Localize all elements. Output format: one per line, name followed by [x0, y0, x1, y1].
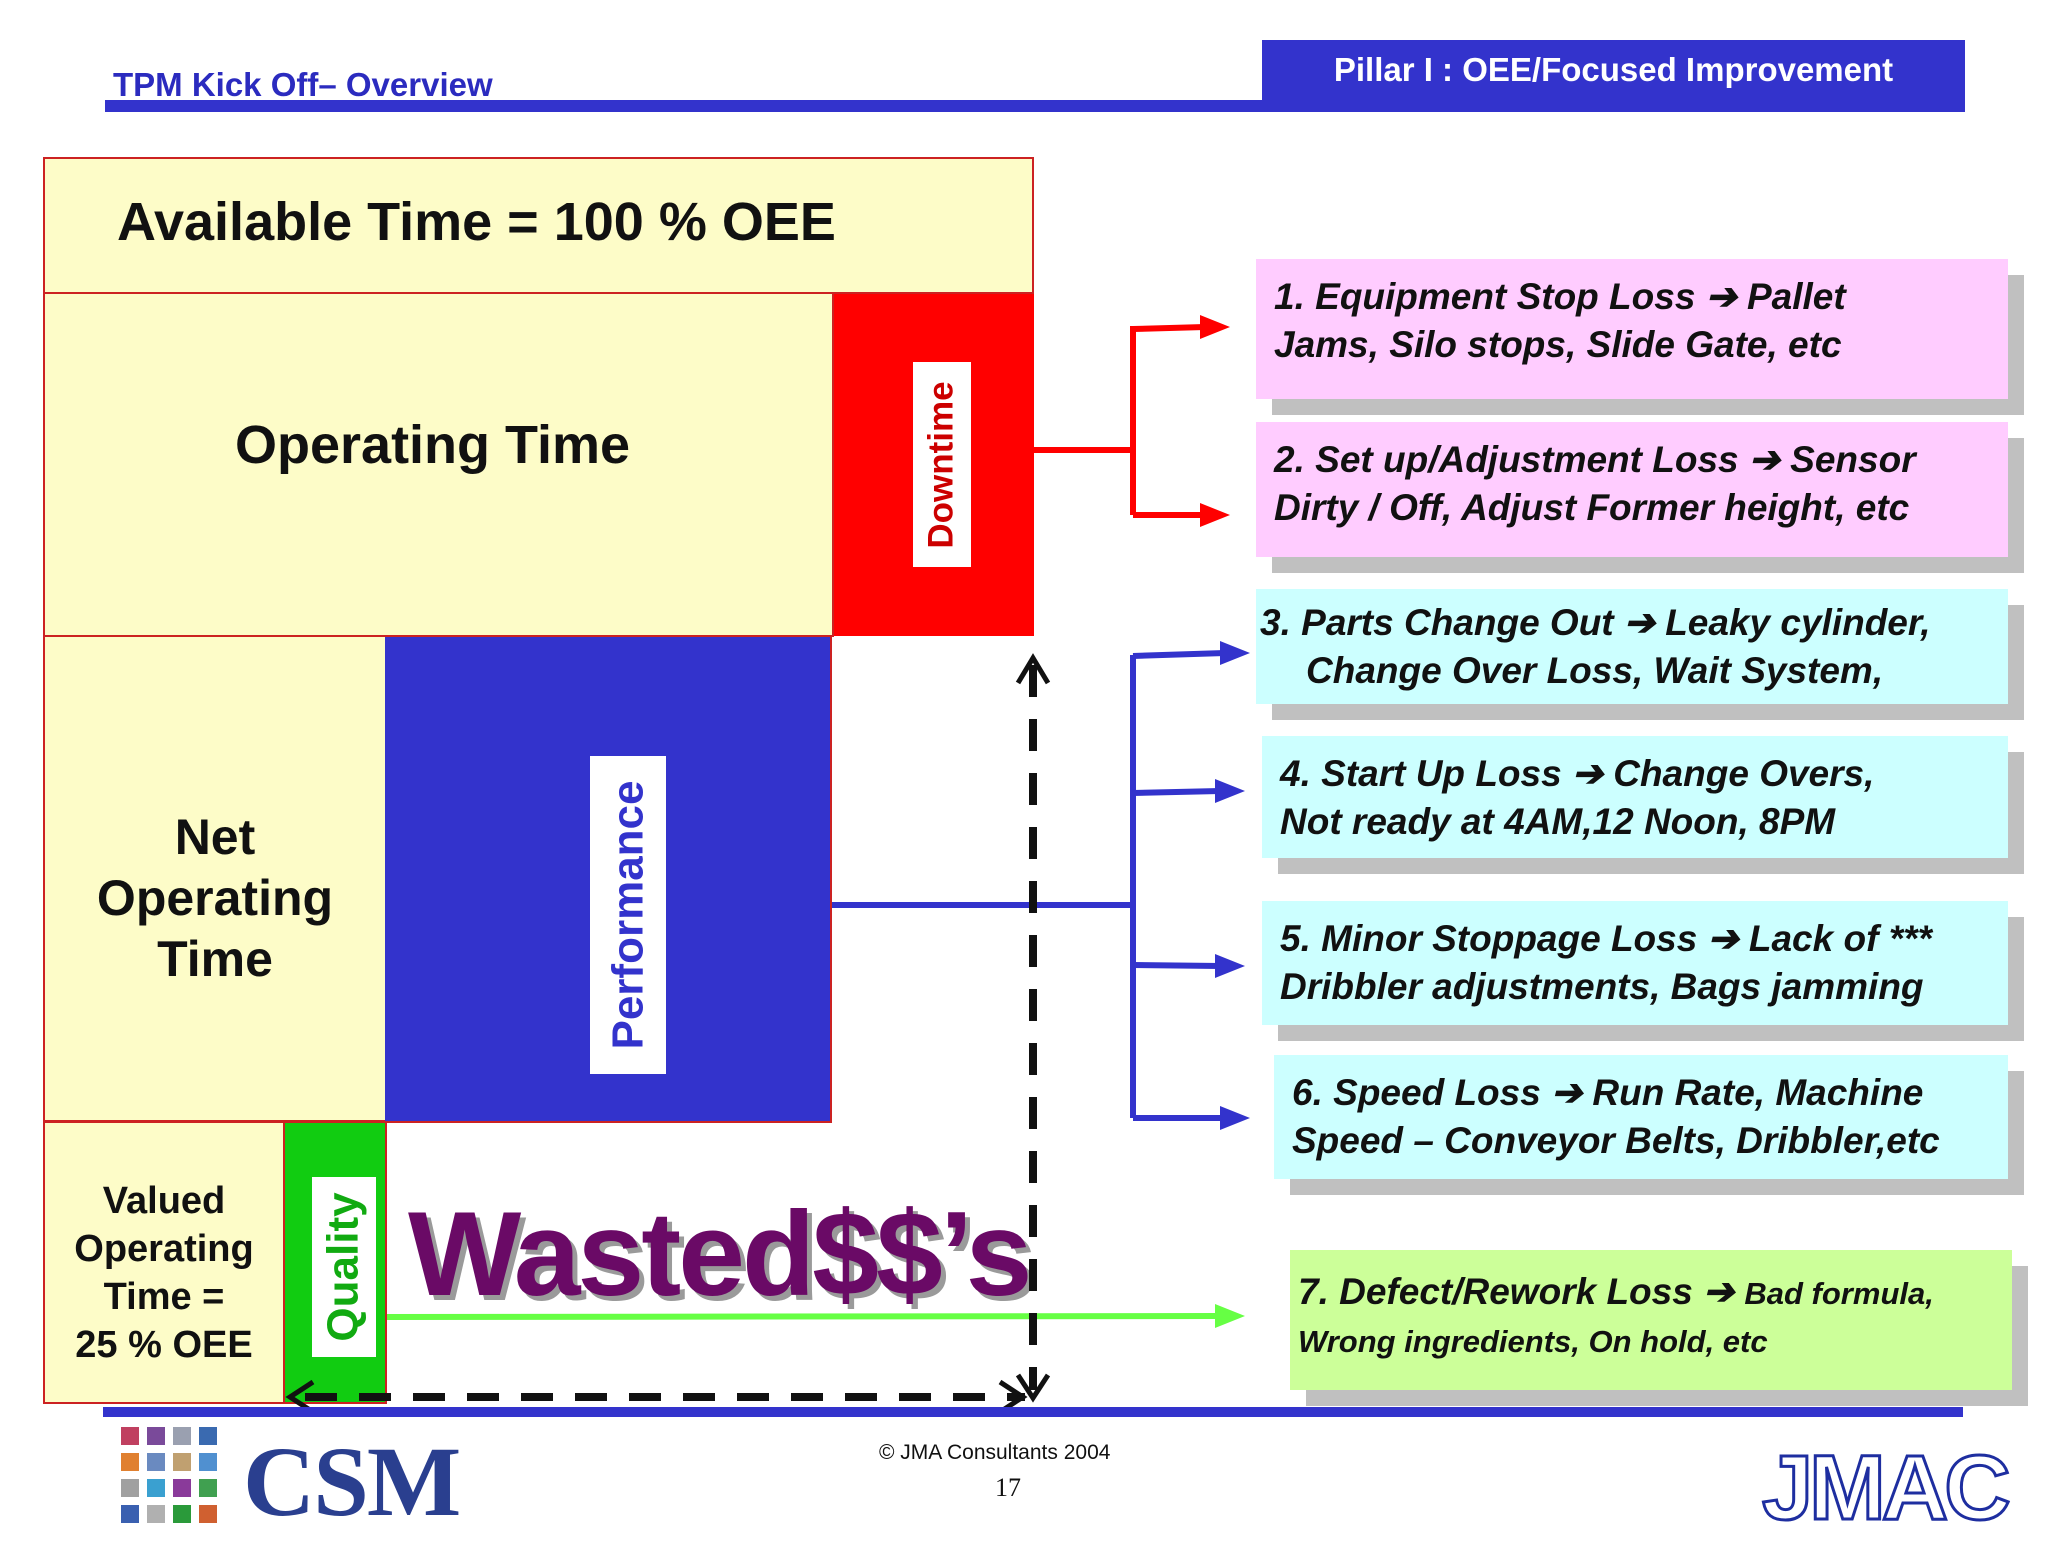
header-title: TPM Kick Off– Overview [113, 66, 493, 103]
pillar-title-banner: Pillar I : OEE/Focused Improvement [1262, 40, 1965, 100]
arrow-head [1200, 503, 1230, 527]
loss-box-7: 7. Defect/Rework Loss ➔ Bad formula, Wro… [1290, 1250, 2012, 1390]
loss-4-line-1: 4. Start Up Loss ➔ Change Overs, [1280, 753, 1875, 794]
loss-2-line-1: 2. Set up/Adjustment Loss ➔ Sensor [1274, 439, 1916, 480]
valued-line-4: 25 % OEE [75, 1324, 253, 1366]
footer-divider [103, 1407, 1963, 1417]
header-divider [105, 100, 1965, 112]
loss-3-line-1: 3. Parts Change Out ➔ Leaky cylinder, [1260, 602, 1931, 643]
net-operating-time-label: Net Operating Time [45, 807, 385, 990]
loss-2-line-2: Dirty / Off, Adjust Former height, etc [1274, 487, 1910, 528]
loss-7-line-1-main: 7. Defect/Rework Loss ➔ [1298, 1271, 1745, 1312]
net-line-1: Net [174, 809, 256, 865]
net-line-2: Operating [96, 870, 334, 926]
arrow-head [1220, 641, 1250, 665]
valued-operating-time-label: Valued Operating Time = 25 % OEE [45, 1177, 283, 1369]
arrow-head [1015, 1373, 1051, 1403]
loss-box-5: 5. Minor Stoppage Loss ➔ Lack of *** Dri… [1262, 901, 2008, 1025]
quality-connector [386, 1313, 1219, 1320]
arrow-head [1215, 1304, 1245, 1328]
loss-1-line-2: Jams, Silo stops, Slide Gate, etc [1274, 324, 1842, 365]
available-time-box: Available Time = 100 % OEE [43, 157, 1034, 294]
valued-line-1: Valued [102, 1180, 226, 1222]
loss-box-2: 2. Set up/Adjustment Loss ➔ Sensor Dirty… [1256, 422, 2008, 557]
arrow-head [1215, 779, 1245, 803]
loss-7-line-1: 7. Defect/Rework Loss ➔ Bad formula, [1298, 1268, 2004, 1318]
downtime-label-box: Downtime [913, 362, 971, 567]
copyright-text: © JMA Consultants 2004 [879, 1441, 1111, 1464]
net-operating-time-box: Net Operating Time [43, 635, 387, 1122]
loss-box-1: 1. Equipment Stop Loss ➔ Pallet Jams, Si… [1256, 259, 2008, 399]
loss-7-line-1-detail: Bad formula, [1744, 1276, 1934, 1311]
arrow-head [1200, 315, 1230, 339]
performance-connector [832, 650, 1226, 1121]
loss-7-line-2: Wrong ingredients, On hold, etc [1298, 1324, 1768, 1359]
available-time-label: Available Time = 100 % OEE [117, 192, 836, 252]
csm-logo-text: CSM [243, 1426, 461, 1537]
page-number: 17 [995, 1473, 1021, 1502]
loss-box-6: 6. Speed Loss ➔ Run Rate, Machine Speed … [1274, 1055, 2008, 1179]
net-line-3: Time [157, 931, 273, 987]
loss-4-line-2: Not ready at 4AM,12 Noon, 8PM [1280, 801, 1836, 842]
wasted-dashed-bracket [305, 665, 1037, 1401]
loss-box-3: 3. Parts Change Out ➔ Leaky cylinder, Ch… [1256, 589, 2008, 704]
wasted-label: Wasted$$’s [408, 1187, 1032, 1321]
arrow-head [1220, 1106, 1250, 1130]
quality-label-box: Quality [312, 1177, 376, 1357]
loss-5-line-2: Dribbler adjustments, Bags jamming [1280, 966, 1924, 1007]
valued-line-2: Operating [74, 1228, 254, 1270]
arrow-head [1215, 954, 1245, 978]
valued-operating-time-box: Valued Operating Time = 25 % OEE [43, 1121, 285, 1404]
loss-box-4: 4. Start Up Loss ➔ Change Overs, Not rea… [1262, 736, 2008, 858]
performance-label-box: Performance [590, 756, 666, 1074]
loss-5-line-1: 5. Minor Stoppage Loss ➔ Lack of *** [1280, 918, 1932, 959]
loss-1-line-1: 1. Equipment Stop Loss ➔ Pallet [1274, 276, 1846, 317]
jmac-logo: JMAC [1761, 1436, 2013, 1541]
loss-3-line-2: Change Over Loss, Wait System, [1306, 650, 1884, 691]
loss-6-line-2: Speed – Conveyor Belts, Dribbler,etc [1292, 1120, 1940, 1161]
arrow-head [1015, 653, 1051, 685]
valued-line-3: Time = [103, 1276, 225, 1318]
csm-logo-grid-icon [121, 1427, 221, 1527]
operating-time-label: Operating Time [235, 415, 631, 475]
loss-6-line-1: 6. Speed Loss ➔ Run Rate, Machine [1292, 1072, 1924, 1113]
downtime-connector [1034, 324, 1206, 518]
